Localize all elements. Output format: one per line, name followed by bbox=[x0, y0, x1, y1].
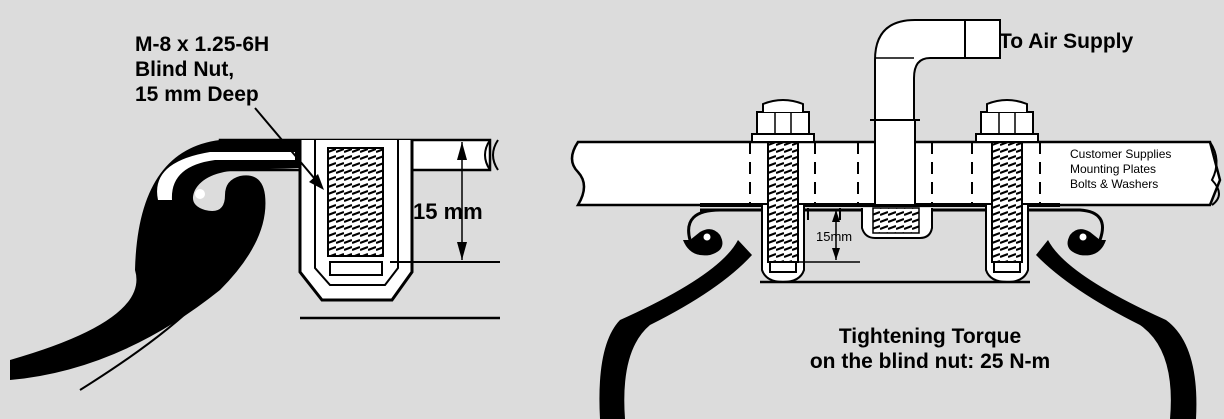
torque-label: Tightening Torque on the blind nut: 25 N… bbox=[740, 324, 1120, 374]
left-bellows-bead bbox=[10, 140, 300, 380]
right-depth-label: 15mm bbox=[816, 229, 853, 244]
blind-nut-label: M-8 x 1.25-6H Blind Nut, 15 mm Deep bbox=[135, 32, 269, 107]
right-bellows-right bbox=[1036, 240, 1197, 419]
left-depth-label: 15 mm bbox=[413, 199, 483, 224]
supplies-line-1: Customer Supplies bbox=[1070, 147, 1172, 161]
torque-line-1: Tightening Torque bbox=[838, 325, 1022, 348]
right-bellows-left bbox=[599, 240, 752, 419]
nut-label-line-3: 15 mm Deep bbox=[135, 83, 259, 106]
right-cross-section bbox=[570, 19, 1222, 419]
torque-line-2: on the blind nut: 25 N-m bbox=[809, 350, 1051, 373]
supplies-line-3: Bolts & Washers bbox=[1070, 177, 1159, 191]
air-elbow-fitting bbox=[874, 19, 1001, 121]
nut-label-line-1: M-8 x 1.25-6H bbox=[135, 33, 270, 56]
air-supply-label: To Air Supply bbox=[999, 30, 1134, 53]
customer-supplies-note: Customer Supplies Mounting Plates Bolts … bbox=[1070, 147, 1171, 192]
left-bolt-thread bbox=[767, 141, 799, 263]
bead-hole bbox=[195, 189, 205, 199]
nut-label-line-2: Blind Nut, bbox=[135, 58, 235, 81]
nut-thread bbox=[327, 147, 384, 257]
right-bolt-thread bbox=[991, 141, 1023, 263]
supplies-line-2: Mounting Plates bbox=[1070, 162, 1157, 176]
left-cross-section bbox=[10, 107, 500, 391]
